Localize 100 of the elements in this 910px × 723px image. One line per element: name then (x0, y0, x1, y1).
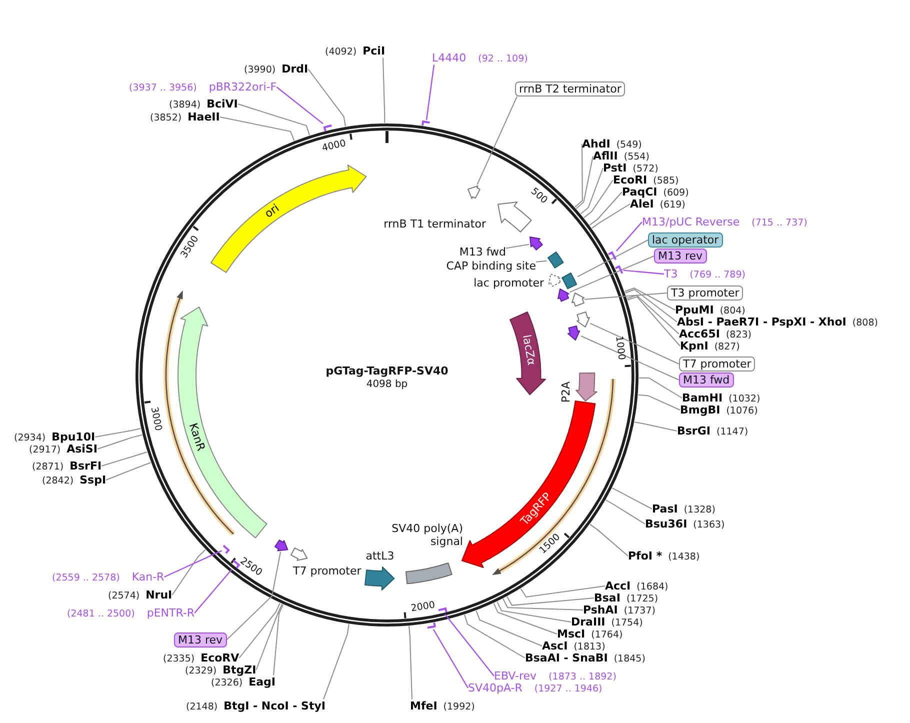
leader-line (623, 270, 664, 275)
site-position: (1438) (668, 551, 700, 563)
feature-label: T7 promoter (293, 564, 362, 578)
site-position: (2329) (185, 665, 217, 677)
leader-line (569, 256, 654, 293)
site-position: (2335) (163, 653, 195, 665)
leader-line (172, 549, 206, 596)
site-position: (1684) (636, 581, 668, 593)
leader-line (493, 602, 558, 634)
site-position: (1813) (574, 641, 606, 653)
enzyme-name: DrdI (282, 62, 308, 76)
enzyme-name: MfeI (410, 699, 438, 712)
enzyme-name: BmgBI (680, 403, 720, 416)
enzyme-name: BciVI (206, 97, 238, 110)
leader-line (194, 569, 232, 614)
leader-line (323, 624, 350, 700)
leader-line (476, 96, 518, 186)
feature-callout: rrnB T2 terminator (515, 82, 626, 96)
feature-callout: T7 promoter (679, 356, 756, 372)
enzyme-name: BsrFI (70, 459, 102, 472)
scale-label: 4000 (321, 138, 348, 154)
leader-line (634, 422, 678, 432)
enzyme-name: KpnI (680, 339, 708, 352)
leader-line (576, 156, 594, 210)
leader-line (238, 602, 280, 658)
leader-line (237, 104, 310, 136)
primer-position: (2559 .. 2578) (52, 572, 120, 584)
primer-position: (1927 .. 1946) (534, 683, 602, 695)
site-position: (2917) (29, 444, 61, 456)
site-position: (804) (720, 305, 746, 317)
primer-position: (715 .. 737) (752, 217, 808, 229)
site-position: (2842) (42, 475, 74, 487)
enzyme-name: PciI (362, 44, 386, 58)
enzyme-name: AhdI (582, 137, 610, 150)
primer-name: L4440 (432, 51, 466, 64)
feature-callout: M13 rev (174, 632, 227, 648)
feature-callout: M13 fwd (679, 372, 734, 388)
site-position: (2326) (211, 677, 243, 689)
site-position: (1725) (626, 593, 658, 605)
enzyme-name: AccI (605, 579, 631, 592)
enzyme-name: AleI (630, 197, 654, 210)
site-position: (1764) (591, 629, 623, 641)
enzyme-name: EcoRV (200, 651, 240, 664)
leader-line (506, 596, 594, 606)
leader-line (626, 294, 680, 334)
leader-line (574, 144, 583, 208)
enzyme-name: NruI (146, 588, 172, 602)
primer-position: (2481 .. 2500) (67, 608, 135, 620)
enzyme-name: BsaI (594, 591, 620, 604)
enzyme-name: EagI (248, 675, 276, 688)
enzyme-name: PaqCI (622, 185, 658, 198)
feature-label: CAP binding site (446, 260, 536, 272)
enzyme-name: BsaAI - SnaBI (525, 651, 608, 664)
site-position: (827) (714, 341, 740, 353)
site-position: (4092) (325, 46, 357, 58)
primer-name: Kan-R (132, 570, 164, 584)
site-position: (1754) (611, 617, 643, 629)
feature-label: lac promoter (474, 276, 544, 290)
leader-line (464, 614, 526, 658)
leader-line (612, 488, 652, 510)
site-position: (1032) (728, 393, 760, 405)
enzyme-name: AbsI - PaeR7I - PspXI - XhoI (677, 315, 846, 328)
leader-line (496, 601, 572, 622)
leader-line (94, 428, 142, 438)
enzyme-name: Bsu36I (645, 517, 688, 530)
leader-line (101, 452, 148, 466)
leader-line (605, 500, 646, 524)
site-position: (3852) (150, 112, 182, 124)
leader-line (506, 244, 530, 249)
feature-label: ori (262, 202, 282, 221)
primer-position: (1873 .. 1892) (548, 671, 616, 683)
feature-callout: M13 rev (654, 248, 707, 264)
leader-line (226, 551, 281, 640)
site-position: (2934) (14, 432, 46, 444)
enzyme-name: SspI (80, 473, 106, 486)
enzyme-name: AscI (542, 639, 568, 652)
leader-line (624, 288, 676, 310)
primer-position: (769 .. 789) (690, 269, 746, 281)
feature-label: P2A (560, 381, 572, 403)
leader-line (520, 586, 606, 598)
site-position: (609) (663, 187, 689, 199)
enzyme-name: AflII (593, 149, 618, 162)
enzyme-name: HaeII (188, 110, 220, 124)
leader-line (408, 626, 412, 700)
leader-line (583, 180, 614, 218)
leader-line (444, 614, 494, 676)
leader-line (580, 168, 604, 214)
enzyme-name: EcoRI (613, 173, 648, 186)
leader-line (476, 610, 542, 646)
leader-line (256, 604, 283, 670)
site-position: (1076) (726, 405, 758, 417)
site-position: (619) (660, 199, 686, 211)
site-position: (1147) (716, 426, 748, 438)
leader-line (584, 292, 668, 300)
site-position: (1845) (614, 653, 646, 665)
leader-line (590, 524, 628, 556)
enzyme-name: BsrGI (677, 424, 710, 438)
site-position: (2148) (186, 701, 218, 713)
enzyme-name: AsiSI (66, 442, 98, 456)
primer-position: (92 .. 109) (478, 53, 528, 65)
